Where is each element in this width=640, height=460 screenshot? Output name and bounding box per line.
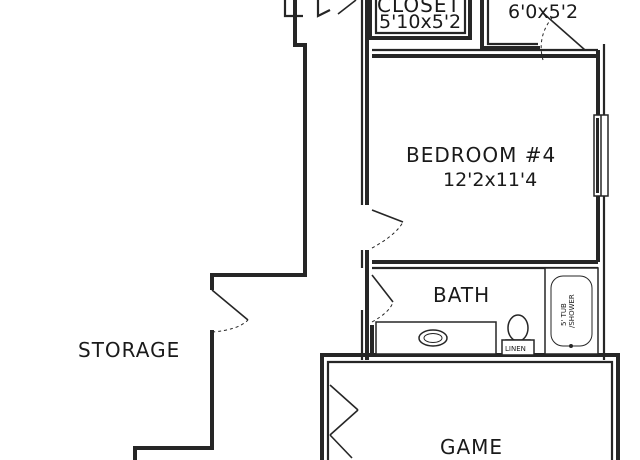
toilet-icon: [507, 314, 529, 342]
storage-door-leaf: [211, 289, 249, 321]
storage-top-jog: [283, 0, 331, 18]
bedroom-size: 12'2x11'4: [443, 169, 537, 191]
closet-door-leaf: [337, 0, 357, 15]
bath-door-leaf: [371, 274, 394, 303]
game-room-inner: [326, 360, 614, 460]
storage-outer-wall: [210, 0, 307, 290]
closet-inner: [374, 0, 467, 35]
upper-bath-door-swing: [540, 17, 553, 61]
upper-bath-size: 6'0x5'2: [508, 1, 578, 23]
game-room-door-leaf-1: [329, 384, 359, 411]
tub-label-line1: 5' TUB: [560, 303, 568, 326]
closet-name: CLOSET: [377, 0, 461, 17]
game-room-door-leaf-2: [329, 409, 359, 436]
storage-lower-wall: [133, 330, 214, 460]
doors: [211, 0, 586, 459]
bath-fixtures: [375, 267, 599, 356]
bath-name: BATH: [433, 283, 490, 307]
bath-door-swing: [371, 301, 394, 323]
upper-bath-door-leaf: [542, 12, 586, 51]
storage-name: STORAGE: [78, 338, 180, 362]
game-room-door-leaf-3: [329, 434, 353, 459]
labels: CLOSET 5'10x5'2 6'0x5'2 BEDROOM #4 12'2x…: [78, 0, 578, 459]
upper-bath-inner: [486, 0, 538, 46]
closet-wall: [368, 0, 472, 40]
walls: [133, 0, 620, 460]
upper-bath-wall: [480, 0, 540, 50]
linen-closet: [501, 339, 535, 356]
bedroom-window: [593, 114, 609, 197]
linen-label: LINEN: [505, 345, 526, 353]
game-room-name: GAME: [440, 435, 503, 459]
sink-icon: [418, 329, 448, 347]
storage-door-swing: [211, 319, 249, 333]
bedroom-door-swing: [371, 221, 404, 249]
bedroom-name: BEDROOM #4: [406, 143, 556, 167]
tub-label-group: 5' TUB /SHOWER: [560, 294, 576, 328]
tub-label-line2: /SHOWER: [568, 294, 576, 328]
bedroom-door-leaf: [371, 209, 404, 223]
tub-shower-icon: [544, 267, 599, 355]
closet-size: 5'10x5'2: [379, 11, 461, 33]
game-room-top-wall: [320, 353, 620, 460]
